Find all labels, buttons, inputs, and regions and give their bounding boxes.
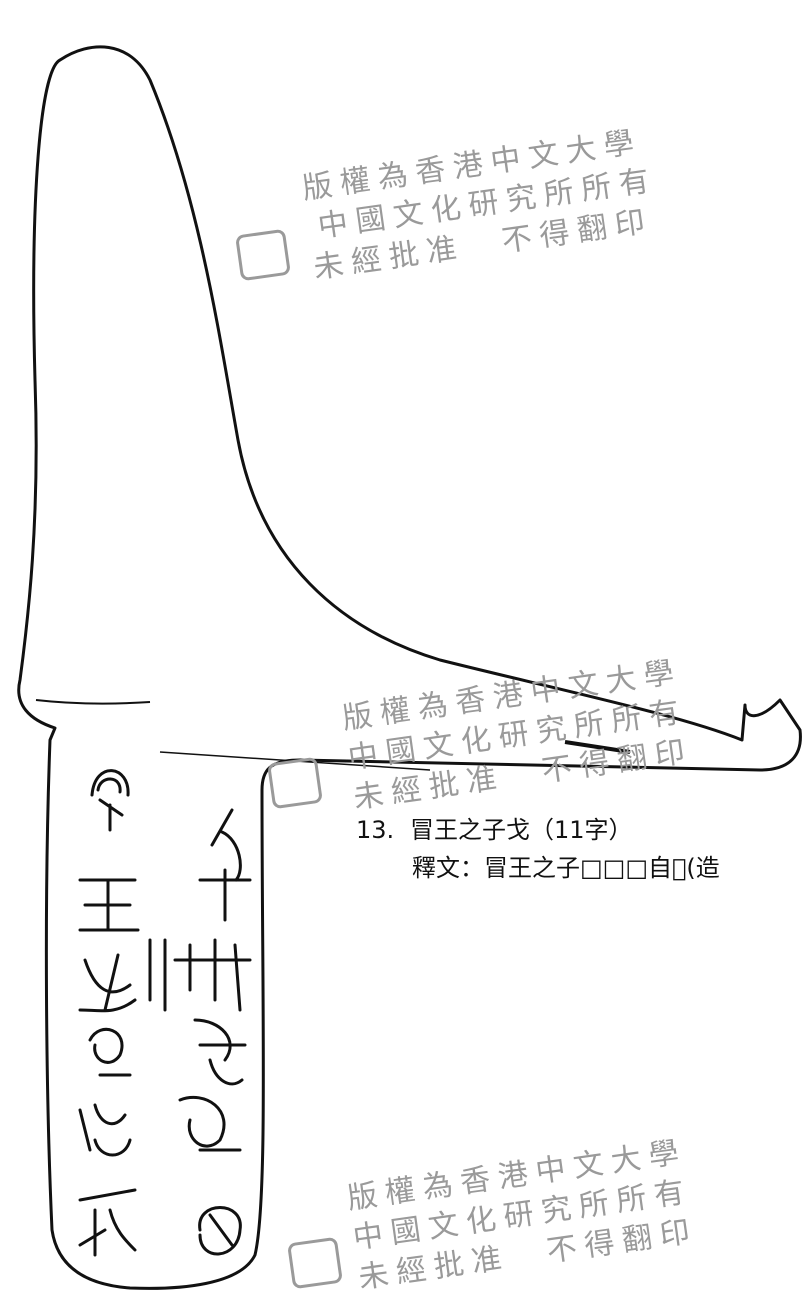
caption-title: 13. 冒王之子戈（11字） bbox=[356, 810, 633, 845]
caption-number: 13. bbox=[356, 816, 395, 844]
inscription-left-column bbox=[78, 769, 140, 1257]
caption-transcription: 釋文：冒王之子□□□自𨤲(造 bbox=[412, 854, 720, 882]
ge-outline bbox=[17, 45, 802, 1290]
watermark-logo-icon bbox=[287, 1236, 343, 1290]
watermark-logo-icon bbox=[267, 756, 323, 810]
caption-title-text: 冒王之子戈（11字） bbox=[410, 816, 633, 844]
inscription-right-column bbox=[148, 808, 252, 1256]
watermark-logo-icon bbox=[235, 228, 291, 282]
